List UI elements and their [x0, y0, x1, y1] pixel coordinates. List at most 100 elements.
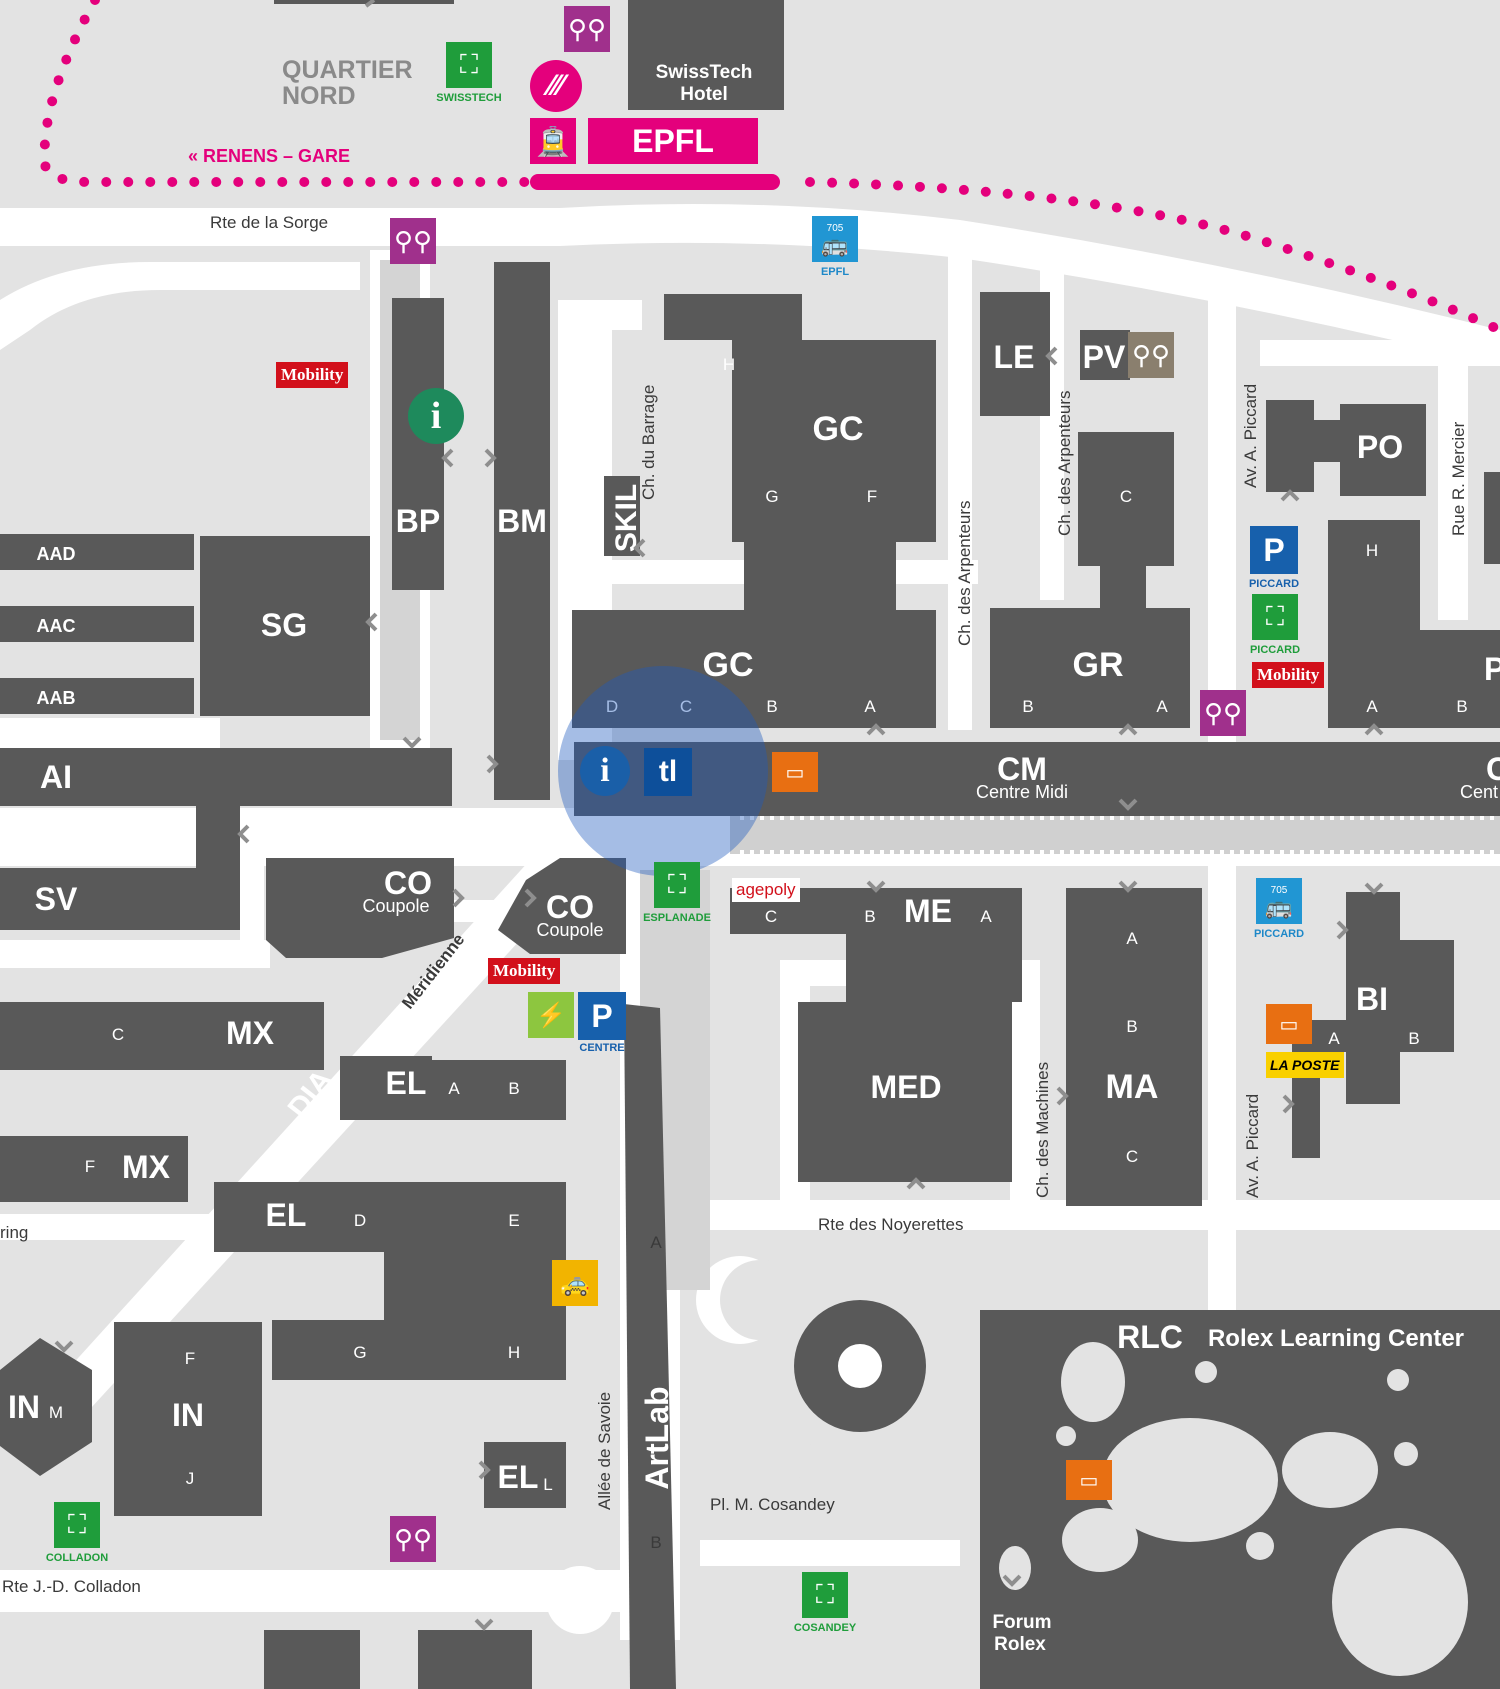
building-me-med — [730, 888, 1022, 1182]
building-sv — [0, 868, 196, 930]
svg-text:A: A — [1156, 697, 1168, 716]
label-el-1: EL — [386, 1065, 427, 1101]
building-labels: SwissTech Hotel BP BM SKIL GC GC LE PV G… — [8, 62, 1500, 1655]
label-artlab: ArtLab — [639, 1386, 675, 1489]
label-ai: AI — [40, 759, 72, 795]
svg-text:A: A — [650, 1233, 662, 1252]
svg-text:A: A — [980, 907, 992, 926]
street-av-piccard-1: Av. A. Piccard — [1241, 384, 1260, 488]
label-forum-sub: Rolex — [994, 1634, 1046, 1655]
bike-icon[interactable]: ⚲⚲ — [390, 218, 436, 264]
bus-icon[interactable]: 705🚌 — [812, 216, 858, 262]
label-aac: AAC — [37, 616, 76, 636]
svg-text:C: C — [680, 697, 692, 716]
bike-icon[interactable]: ⚲⚲ — [1200, 690, 1246, 736]
bus-icon[interactable]: 705🚌 — [1256, 878, 1302, 924]
building-artlab — [624, 1004, 676, 1689]
building-co-2 — [498, 858, 626, 954]
building-gr — [990, 432, 1190, 728]
svg-text:D: D — [606, 697, 618, 716]
building-mx-2 — [0, 1136, 188, 1202]
label-pv: PV — [1083, 339, 1126, 375]
label-swisstech-sub: Hotel — [680, 84, 728, 105]
assembly-point-icon[interactable]: ⛶ — [54, 1502, 100, 1548]
building-aab — [0, 678, 194, 714]
metro-line — [39, 0, 1500, 335]
svg-text:D: D — [354, 1211, 366, 1230]
label-cm-east: C — [1486, 751, 1500, 787]
building-mx-1 — [0, 1002, 324, 1070]
street-ch-du-barrage: Ch. du Barrage — [639, 385, 658, 500]
info-icon[interactable]: i — [408, 388, 464, 444]
mobility-icon[interactable]: Mobility — [488, 958, 561, 984]
bike-icon[interactable]: ⚲⚲ — [564, 6, 610, 52]
label-gc-2: GC — [703, 646, 754, 684]
parking-centre-label: CENTRE — [579, 1042, 625, 1054]
street-rte-de-la-sorge: Rte de la Sorge — [210, 213, 328, 232]
assembly-point-icon[interactable]: ⛶ — [1252, 594, 1298, 640]
label-bm: BM — [497, 503, 547, 539]
mobility-icon[interactable]: Mobility — [276, 362, 349, 388]
label-co-2: CO — [546, 889, 594, 925]
building-in-2 — [114, 1322, 262, 1516]
label-mx-1: MX — [226, 1015, 275, 1051]
street-ch-des-machines: Ch. des Machines — [1033, 1062, 1052, 1198]
svg-text:QUARTIER: QUARTIER — [282, 56, 413, 84]
svg-text:B: B — [864, 907, 875, 926]
building-cm — [574, 742, 1500, 816]
assembly-point-icon[interactable]: ⛶ — [446, 42, 492, 88]
svg-text:B: B — [766, 697, 777, 716]
street-ring: ring — [0, 1223, 28, 1242]
svg-text:B: B — [1408, 1029, 1419, 1048]
assembly-point-icon[interactable]: ⛶ — [654, 862, 700, 908]
bike-icon[interactable]: ⚲⚲ — [390, 1516, 436, 1562]
metro-station-epfl[interactable]: EPFL — [588, 118, 758, 164]
label-cm: CM — [997, 751, 1047, 787]
svg-text:F: F — [85, 1157, 95, 1176]
svg-text:G: G — [765, 487, 778, 506]
label-me: ME — [904, 893, 952, 929]
label-ma: MA — [1106, 1068, 1159, 1106]
assembly-piccard-label: PICCARD — [1249, 644, 1301, 656]
building-p — [1328, 520, 1500, 728]
building-pv — [1080, 330, 1130, 380]
label-gc-1: GC — [813, 410, 864, 448]
agepoly-logo[interactable]: agepoly — [732, 878, 800, 902]
mobility-icon[interactable]: Mobility — [1252, 662, 1325, 688]
label-gr: GR — [1073, 646, 1124, 684]
info-icon[interactable]: i — [580, 746, 630, 796]
svg-text:G: G — [353, 1343, 366, 1362]
la-poste-logo[interactable]: LA POSTE — [1266, 1052, 1344, 1078]
building-in-1 — [0, 1338, 92, 1476]
taxi-icon[interactable]: 🚕 — [552, 1260, 598, 1306]
label-forum: Forum — [992, 1612, 1051, 1633]
svg-text:A: A — [1328, 1029, 1340, 1048]
street-ch-des-arpenteurs-1: Ch. des Arpenteurs — [955, 500, 974, 646]
assembly-point-icon[interactable]: ⛶ — [802, 1572, 848, 1618]
label-aab: AAB — [37, 688, 76, 708]
tl-icon[interactable]: tl — [644, 748, 692, 796]
label-swisstech: SwissTech — [656, 62, 753, 83]
parking-icon[interactable]: P — [1250, 526, 1298, 574]
svg-text:H: H — [723, 355, 735, 374]
metro-icon[interactable]: 🚊 — [530, 118, 576, 164]
street-rte-des-noyerettes: Rte des Noyerettes — [818, 1215, 964, 1234]
svg-text:NORD: NORD — [282, 82, 356, 110]
mail-icon[interactable]: ▭ — [1066, 1460, 1112, 1500]
ev-charging-icon[interactable]: ⚡ — [528, 992, 574, 1038]
bike-service-icon[interactable]: ⚲⚲ — [1128, 332, 1174, 378]
label-po: PO — [1357, 429, 1403, 465]
mail-icon[interactable]: ▭ — [1266, 1004, 1312, 1044]
renens-gare-direction[interactable]: « RENENS – GARE — [188, 146, 351, 166]
parking-icon[interactable]: P — [578, 992, 626, 1040]
mail-icon[interactable]: ▭ — [772, 752, 818, 792]
label-bp: BP — [396, 503, 440, 539]
label-co-2-sub: Coupole — [536, 920, 603, 940]
svg-text:B: B — [508, 1079, 519, 1098]
building-le — [980, 292, 1050, 416]
street-av-piccard-2: Av. A. Piccard — [1243, 1094, 1262, 1198]
svg-text:F: F — [867, 487, 877, 506]
label-skil: SKIL — [610, 484, 643, 552]
label-mx-2: MX — [122, 1149, 171, 1185]
